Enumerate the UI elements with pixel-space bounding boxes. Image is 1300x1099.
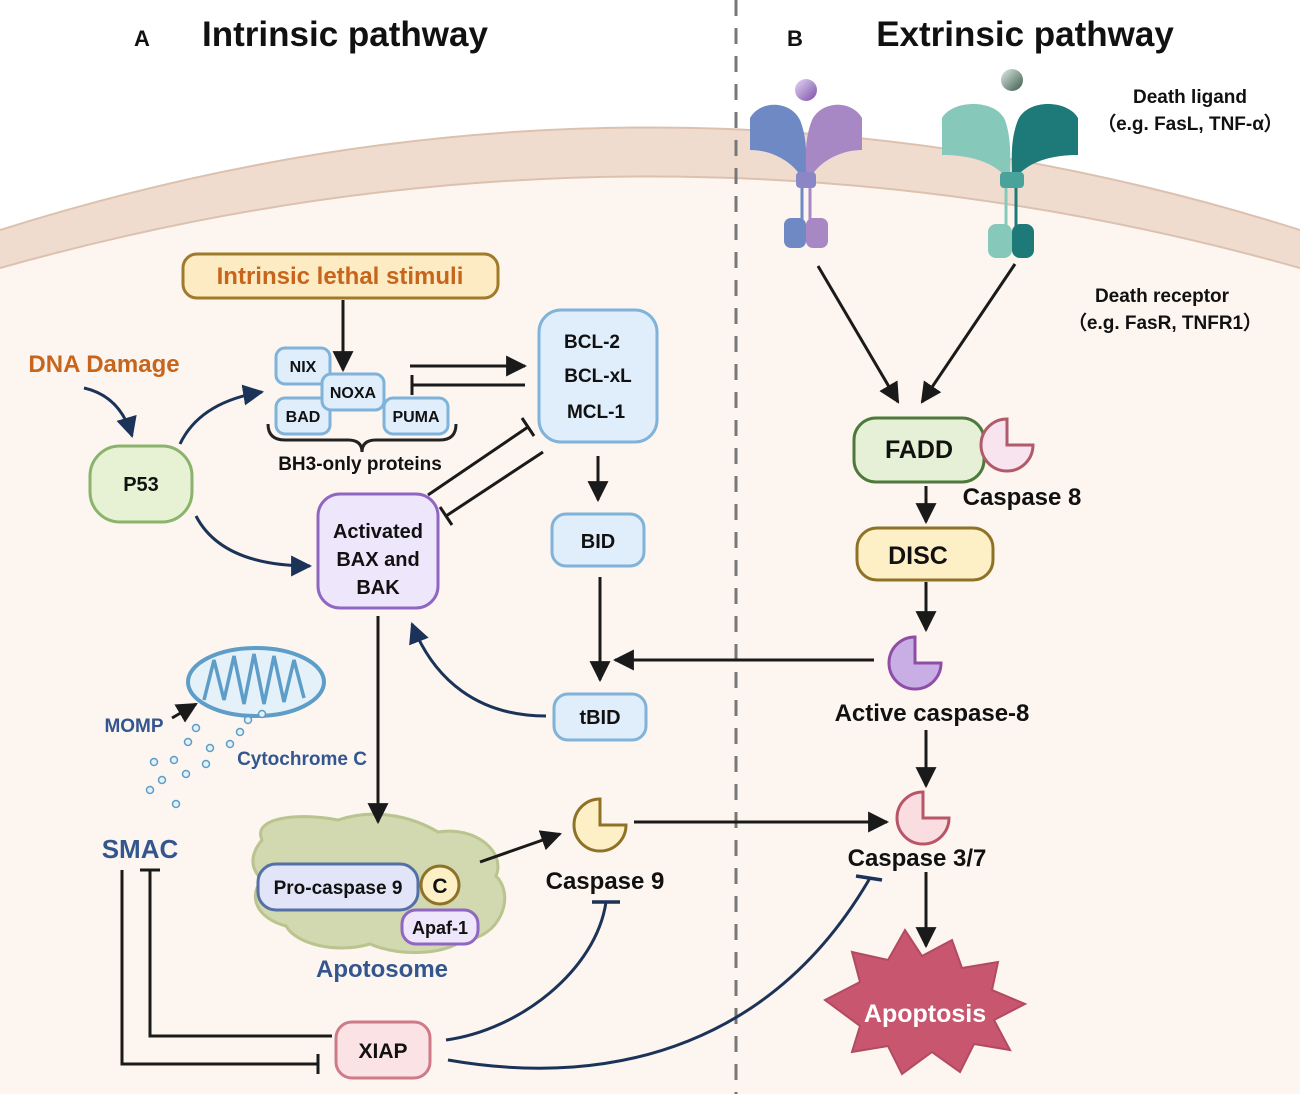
death-receptor-icon-2 <box>942 69 1078 258</box>
panel-a-letter: A <box>134 26 150 51</box>
active-caspase8-icon <box>887 635 943 691</box>
bad-node <box>274 396 332 436</box>
bad-label: BAD <box>286 409 321 426</box>
intrinsic-stimuli-box <box>181 252 500 300</box>
noxa-node <box>320 372 386 412</box>
procaspase9-label: Pro-caspase 9 <box>274 878 403 899</box>
death-ligand-example: （e.g. FasL, TNF-α） <box>1097 112 1283 135</box>
puma-node <box>382 396 450 436</box>
mitochondrion-icon <box>186 646 326 718</box>
death-receptor-label: Death receptor <box>1095 286 1230 307</box>
disc-node <box>855 526 995 582</box>
caspase37-icon <box>895 790 951 846</box>
panel-a-title: Intrinsic pathway <box>202 15 488 54</box>
intrinsic-stimuli-label: Intrinsic lethal stimuli <box>217 263 464 290</box>
panel-b-letter: B <box>787 26 803 51</box>
black-arrows <box>171 263 1017 949</box>
active-caspase8-label: Active caspase-8 <box>835 700 1030 727</box>
smac-label: SMAC <box>102 834 179 864</box>
caspase8-icon <box>979 417 1035 473</box>
death-receptor-example: （e.g. FasR, TNFR1） <box>1068 311 1262 334</box>
nix-label: NIX <box>290 359 317 376</box>
navy-connectors <box>83 384 872 1070</box>
apaf1-label: Apaf-1 <box>412 918 468 938</box>
cytochrome-c-dots <box>145 709 267 809</box>
bh3-group-brace <box>266 423 458 453</box>
navy-inhibition-bars <box>592 874 883 904</box>
cytochrome-c-node-label: C <box>432 875 447 898</box>
procaspase9-node <box>256 862 420 912</box>
momp-label: MOMP <box>104 716 163 737</box>
bax-bak-line1: Activated <box>333 521 423 543</box>
noxa-label: NOXA <box>330 385 377 402</box>
caspase9-label: Caspase 9 <box>546 868 665 895</box>
cytochrome-c-node <box>419 864 461 906</box>
tbid-node <box>552 692 648 742</box>
bcl-xl-label: BCL-xL <box>564 366 632 387</box>
mcl-1-label: MCL-1 <box>567 402 625 423</box>
membrane-edge-inner <box>0 175 1300 269</box>
fadd-label: FADD <box>885 436 953 464</box>
p53-node <box>88 444 194 524</box>
panel-b-title: Extrinsic pathway <box>876 15 1174 54</box>
apoptosome-label: Apotosome <box>316 956 448 983</box>
caspase9-icon <box>572 797 628 853</box>
bcl-2-label: BCL-2 <box>564 332 620 353</box>
cytochrome-c-label: Cytochrome C <box>237 749 367 770</box>
inhibition-lines <box>120 375 544 1074</box>
apaf1-node <box>400 908 480 946</box>
bcl-node <box>537 308 659 444</box>
nix-node <box>274 346 332 386</box>
death-receptor-icon-1 <box>750 79 862 248</box>
tbid-label: tBID <box>579 707 620 729</box>
apoptosis-burst <box>823 928 1028 1076</box>
caspase8-label: Caspase 8 <box>963 484 1082 511</box>
puma-label: PUMA <box>392 409 440 426</box>
bax-bak-line3: BAK <box>356 577 400 599</box>
bax-bak-line2: BAX and <box>336 549 419 571</box>
xiap-label: XIAP <box>358 1040 407 1063</box>
bh3-group-label: BH3-only proteins <box>278 454 442 475</box>
apoptosis-label: Apoptosis <box>864 1000 986 1028</box>
death-ligand-label: Death ligand <box>1133 87 1247 108</box>
bid-node <box>550 512 646 568</box>
cell-membrane <box>0 127 1300 268</box>
bax-bak-node <box>316 492 440 610</box>
bid-label: BID <box>581 531 615 553</box>
membrane-edge-outer <box>0 126 1300 231</box>
caspase37-label: Caspase 3/7 <box>848 845 987 872</box>
disc-label: DISC <box>888 542 948 570</box>
p53-label: P53 <box>123 474 159 496</box>
dna-damage-label: DNA Damage <box>28 351 179 378</box>
xiap-node <box>334 1020 432 1080</box>
